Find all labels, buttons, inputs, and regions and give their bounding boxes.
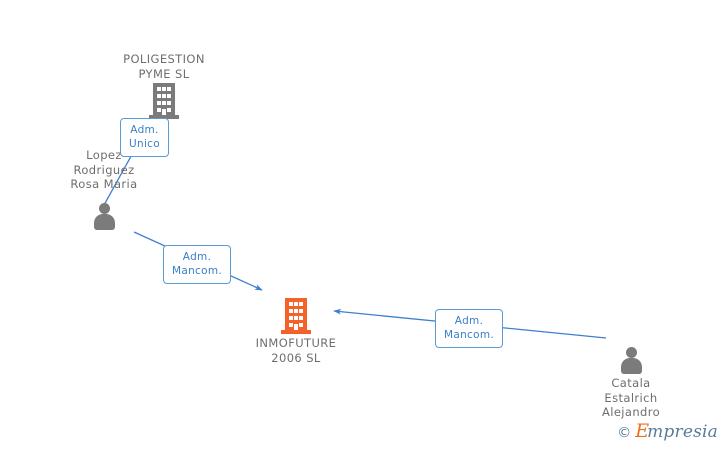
edge-label-adm-mancom-left[interactable]: Adm. Mancom. xyxy=(163,245,232,284)
icon-wrap-catala xyxy=(556,338,706,374)
icon-wrap-poligestion xyxy=(89,83,239,119)
edge-label-adm-mancom-right[interactable]: Adm. Mancom. xyxy=(435,309,504,348)
brand-name: mpresia xyxy=(647,422,718,442)
node-lopez-rodriguez-rosa-maria[interactable]: Lopez Rodriguez Rosa Maria xyxy=(29,148,179,230)
empresia-watermark: © Empresia xyxy=(617,420,718,442)
node-poligestion-pyme-sl[interactable]: POLIGESTION PYME SL xyxy=(89,52,239,119)
building-icon xyxy=(281,298,311,334)
node-catala-estalrich-alejandro[interactable]: Catala Estalrich Alejandro xyxy=(556,338,706,420)
copyright-icon: © xyxy=(617,425,632,441)
icon-wrap-inmofuture xyxy=(221,298,371,334)
node-label-catala: Catala Estalrich Alejandro xyxy=(601,376,661,419)
node-inmofuture-2006-sl[interactable]: INMOFUTURE 2006 SL xyxy=(221,298,371,365)
node-label-inmofuture: INMOFUTURE 2006 SL xyxy=(255,336,337,365)
brand-initial: E xyxy=(635,420,650,442)
edge-label-adm-unico[interactable]: Adm. Unico xyxy=(120,118,169,157)
node-label-poligestion: POLIGESTION PYME SL xyxy=(123,52,205,81)
icon-wrap-lopez xyxy=(29,194,179,230)
person-icon xyxy=(91,202,117,230)
building-icon xyxy=(149,83,179,119)
node-label-lopez: Lopez Rodriguez Rosa Maria xyxy=(70,148,138,191)
person-icon xyxy=(618,346,644,374)
